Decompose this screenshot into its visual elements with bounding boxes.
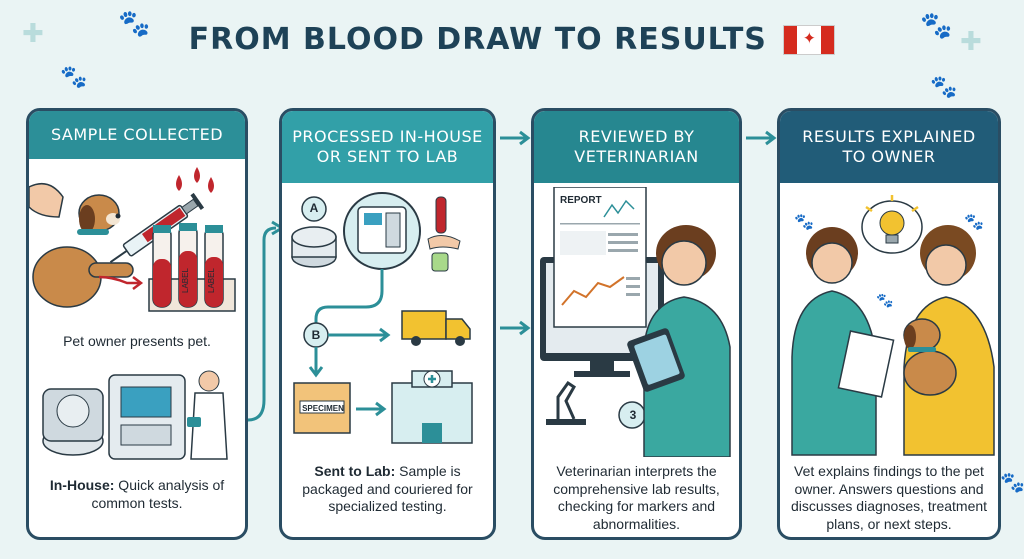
paw-print-icon: 🐾: [118, 8, 151, 38]
step-card-reviewed: REVIEWED BY VETERINARIAN REPORT 3 Veteri…: [531, 108, 742, 540]
paw-print-icon: 🐾: [930, 74, 958, 99]
marker-3: 3: [629, 408, 637, 422]
step-card-results-explained: RESULTS EXPLAINED TO OWNER 🐾 🐾 🐾 Vet exp…: [777, 108, 1001, 540]
step-header: RESULTS EXPLAINED TO OWNER: [780, 111, 998, 183]
box-label: SPECIMEN: [302, 404, 344, 413]
step-detail: Veterinarian interprets the comprehensiv…: [553, 463, 720, 532]
connector-arrow: [500, 130, 531, 146]
step-header: REVIEWED BY VETERINARIAN: [534, 111, 739, 183]
blood-draw-illustration: [29, 167, 236, 312]
marker-b: B: [311, 328, 321, 342]
medical-cross-icon: ✚: [960, 26, 982, 56]
vet-review-illustration: [540, 187, 731, 457]
canada-flag-icon: ✦: [783, 24, 836, 55]
step-card-sample-collected: SAMPLE COLLECTED: [26, 108, 248, 540]
paw-print-icon: 🐾: [60, 64, 88, 89]
tube-label: LABEL: [181, 268, 190, 293]
svg-text:🐾: 🐾: [876, 292, 893, 309]
svg-text:🐾: 🐾: [964, 214, 984, 231]
svg-text:🐾: 🐾: [794, 214, 814, 231]
connector-arrow: [500, 320, 531, 336]
paw-print-icon: 🐾: [1000, 472, 1024, 494]
in-house-analyzer-illustration: [42, 370, 228, 460]
detail-label: In-House:: [49, 477, 115, 493]
detail-text: Quick analysis of common tests.: [91, 477, 225, 511]
step-detail: Vet explains findings to the pet owner. …: [790, 463, 988, 532]
detail-label: Sent to Lab:: [314, 463, 396, 479]
report-title: REPORT: [560, 195, 602, 206]
step-detail: Sent to Lab: Sample is packaged and cour…: [288, 463, 487, 516]
step-card-processed: PROCESSED IN-HOUSE OR SENT TO LAB: [279, 108, 496, 540]
processing-illustration: [291, 192, 473, 444]
detail-text: Sample is packaged and couriered for spe…: [302, 463, 473, 514]
connector-arrow: [746, 130, 777, 146]
marker-a: A: [309, 201, 319, 215]
step-caption: Pet owner presents pet.: [63, 333, 211, 349]
medical-cross-icon: ✚: [22, 18, 44, 48]
step-header: SAMPLE COLLECTED: [29, 111, 245, 159]
tube-labels: LABEL LABEL: [181, 268, 216, 293]
step-header: PROCESSED IN-HOUSE OR SENT TO LAB: [282, 111, 493, 183]
vet-and-owner-illustration: 🐾 🐾 🐾: [791, 195, 995, 456]
tube-label: LABEL: [207, 268, 216, 293]
step-detail: In-House: Quick analysis of common tests…: [35, 477, 239, 512]
title-bar: FROM BLOOD DRAW TO RESULTS ✦: [0, 22, 1024, 57]
connector-arrow: [247, 220, 284, 422]
page-title: FROM BLOOD DRAW TO RESULTS: [188, 22, 767, 57]
paw-print-icon: 🐾: [920, 10, 953, 40]
